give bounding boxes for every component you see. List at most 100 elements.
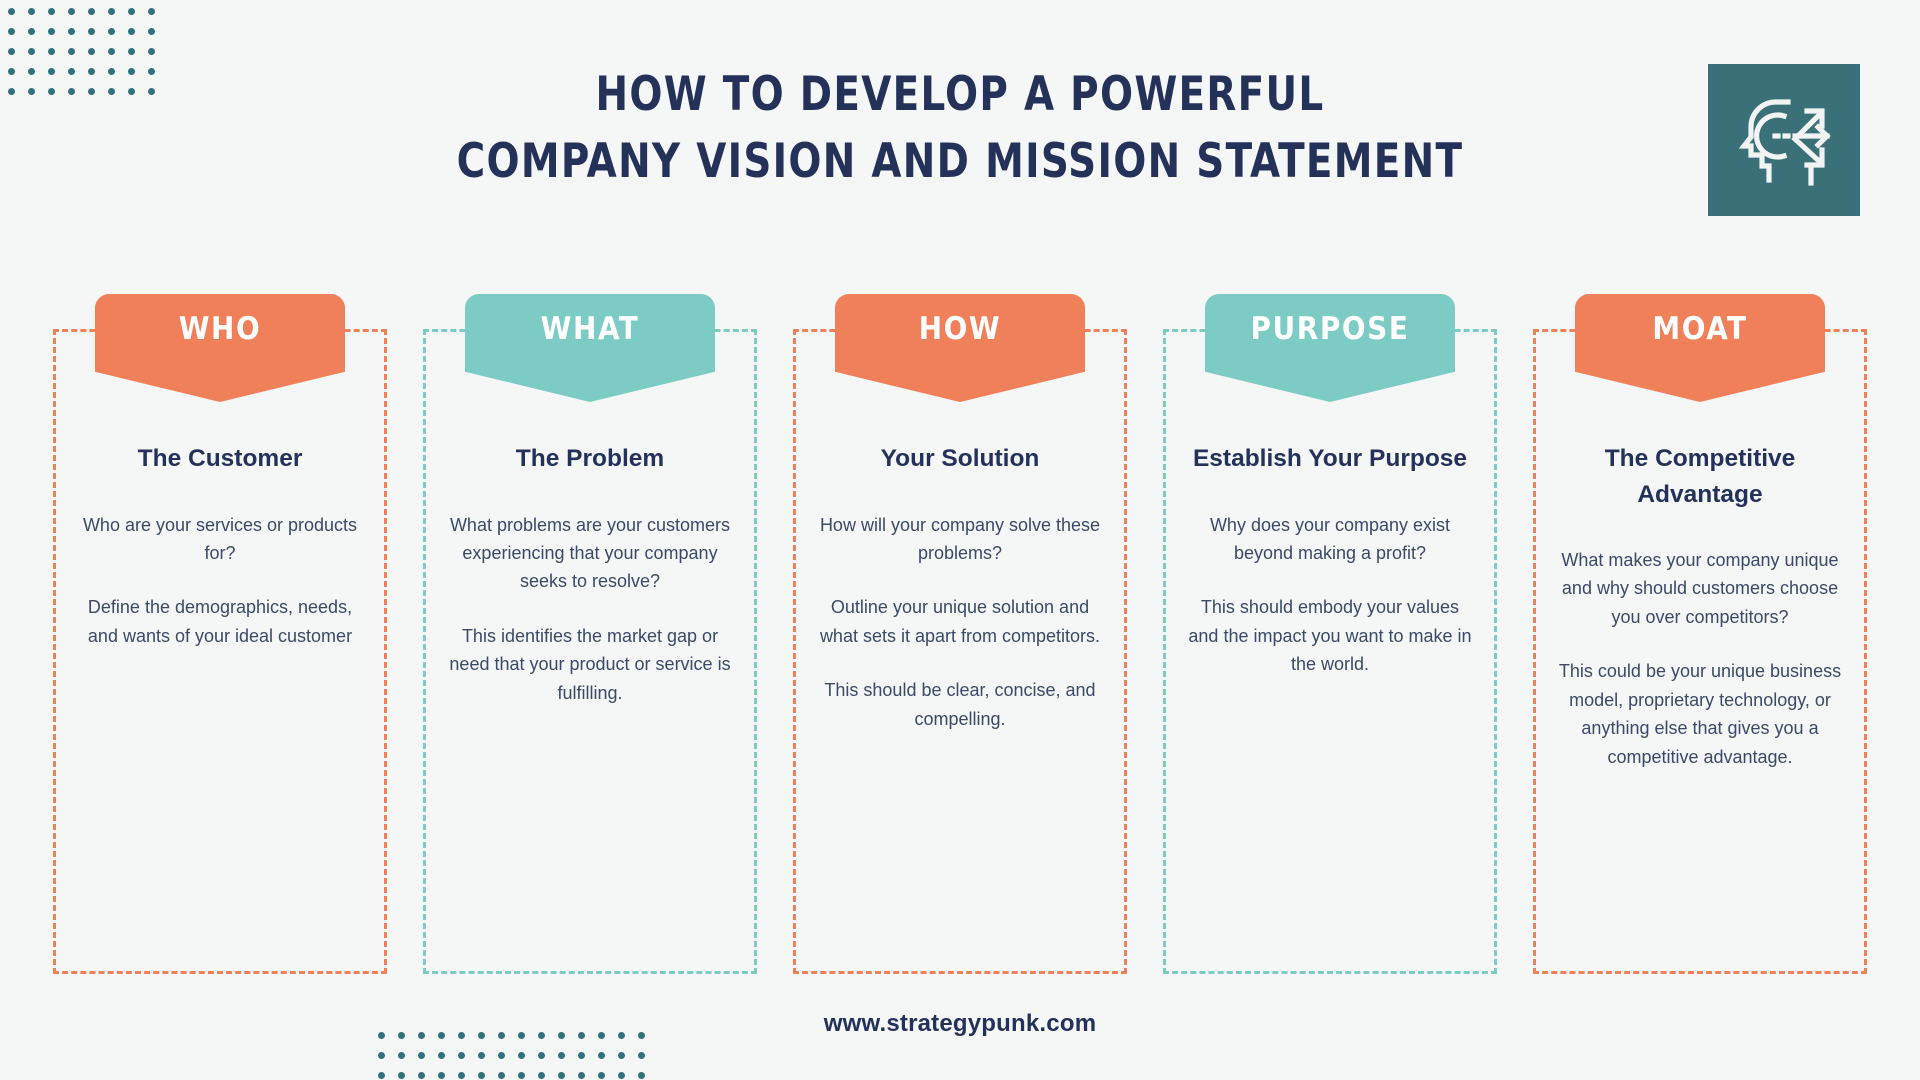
decorative-dot <box>68 48 75 55</box>
decorative-dot <box>108 28 115 35</box>
decorative-dot <box>48 8 55 15</box>
card-banner-label: WHO <box>178 311 262 347</box>
decorative-dot <box>88 8 95 15</box>
page-title: HOW TO DEVELOP A POWERFUL COMPANY VISION… <box>0 62 1920 195</box>
decorative-dot <box>438 1072 445 1079</box>
decorative-dot <box>618 1032 625 1039</box>
card-banner-label: MOAT <box>1652 311 1748 347</box>
decorative-dot <box>578 1072 585 1079</box>
decorative-dot <box>128 68 135 75</box>
card-banner-label: WHAT <box>540 311 640 347</box>
brand-logo <box>1708 64 1860 216</box>
card-paragraph: This identifies the market gap or need t… <box>449 625 731 703</box>
card-heading: The Competitive Advantage <box>1604 445 1796 508</box>
decorative-dot <box>558 1072 565 1079</box>
card-paragraph: This should be clear, concise, and compe… <box>824 680 1096 729</box>
decorative-dot <box>28 8 35 15</box>
decorative-dot-grid-bottom-center <box>378 1032 645 1079</box>
decorative-dot <box>398 1032 405 1039</box>
decorative-dot <box>108 48 115 55</box>
page-title-line-2: COMPANY VISION AND MISSION STATEMENT <box>456 133 1464 189</box>
decorative-dot <box>558 1052 565 1059</box>
decorative-dot <box>48 48 55 55</box>
decorative-dot <box>88 28 95 35</box>
decorative-dot <box>378 1032 385 1039</box>
card-banner-label: PURPOSE <box>1250 311 1410 347</box>
decorative-dot <box>438 1052 445 1059</box>
decorative-dot <box>128 28 135 35</box>
decorative-dot <box>458 1032 465 1039</box>
decorative-dot <box>418 1052 425 1059</box>
decorative-dot <box>418 1072 425 1079</box>
decorative-dot <box>28 68 35 75</box>
card-paragraph: Define the demographics, needs, and want… <box>87 597 353 646</box>
decorative-dot <box>518 1072 525 1079</box>
card-heading: Your Solution <box>880 445 1040 472</box>
decorative-dot <box>68 88 75 95</box>
card-heading: The Customer <box>137 445 303 472</box>
decorative-dot <box>8 68 15 75</box>
decorative-dot <box>638 1032 645 1039</box>
decorative-dot <box>478 1072 485 1079</box>
card-paragraph: What makes your company unique and why s… <box>1561 550 1839 627</box>
decorative-dot <box>108 68 115 75</box>
card-banner-label: HOW <box>918 311 1002 347</box>
card-heading: Establish Your Purpose <box>1192 445 1468 472</box>
card-paragraph: How will your company solve these proble… <box>819 514 1101 563</box>
footer-url[interactable]: www.strategypunk.com <box>823 1010 1097 1037</box>
decorative-dot <box>8 8 15 15</box>
decorative-dot <box>128 48 135 55</box>
decorative-dot <box>8 28 15 35</box>
decorative-dot <box>638 1052 645 1059</box>
decorative-dot <box>618 1072 625 1079</box>
card-paragraph: Who are your services or products for? <box>82 514 358 563</box>
decorative-dot <box>28 88 35 95</box>
head-strategy-arrows-icon <box>1732 88 1836 192</box>
page-title-line-1: HOW TO DEVELOP A POWERFUL <box>595 67 1325 122</box>
decorative-dot <box>128 8 135 15</box>
decorative-dot <box>48 28 55 35</box>
decorative-dot <box>148 28 155 35</box>
decorative-dot <box>68 8 75 15</box>
decorative-dot <box>498 1052 505 1059</box>
decorative-dot <box>48 68 55 75</box>
decorative-dot <box>68 68 75 75</box>
decorative-dot <box>398 1052 405 1059</box>
decorative-dot <box>8 48 15 55</box>
decorative-dot <box>498 1032 505 1039</box>
decorative-dot <box>108 88 115 95</box>
decorative-dot <box>538 1052 545 1059</box>
decorative-dot <box>518 1032 525 1039</box>
decorative-dot <box>598 1052 605 1059</box>
decorative-dot <box>88 68 95 75</box>
decorative-dot <box>538 1032 545 1039</box>
decorative-dot <box>398 1072 405 1079</box>
card-paragraph: Outline your unique solution and what se… <box>819 597 1101 646</box>
decorative-dot <box>558 1032 565 1039</box>
decorative-dot <box>458 1052 465 1059</box>
decorative-dot <box>478 1052 485 1059</box>
decorative-dot <box>148 48 155 55</box>
card-paragraph: This should embody your values and the i… <box>1188 597 1472 675</box>
decorative-dot <box>418 1032 425 1039</box>
decorative-dot <box>438 1032 445 1039</box>
decorative-dot <box>8 88 15 95</box>
decorative-dot <box>108 8 115 15</box>
decorative-dot <box>538 1072 545 1079</box>
decorative-dot <box>28 28 35 35</box>
decorative-dot <box>458 1072 465 1079</box>
decorative-dot <box>598 1032 605 1039</box>
decorative-dot <box>378 1072 385 1079</box>
decorative-dot <box>148 8 155 15</box>
card-paragraph: Why does your company exist beyond makin… <box>1209 514 1451 563</box>
decorative-dot <box>378 1052 385 1059</box>
